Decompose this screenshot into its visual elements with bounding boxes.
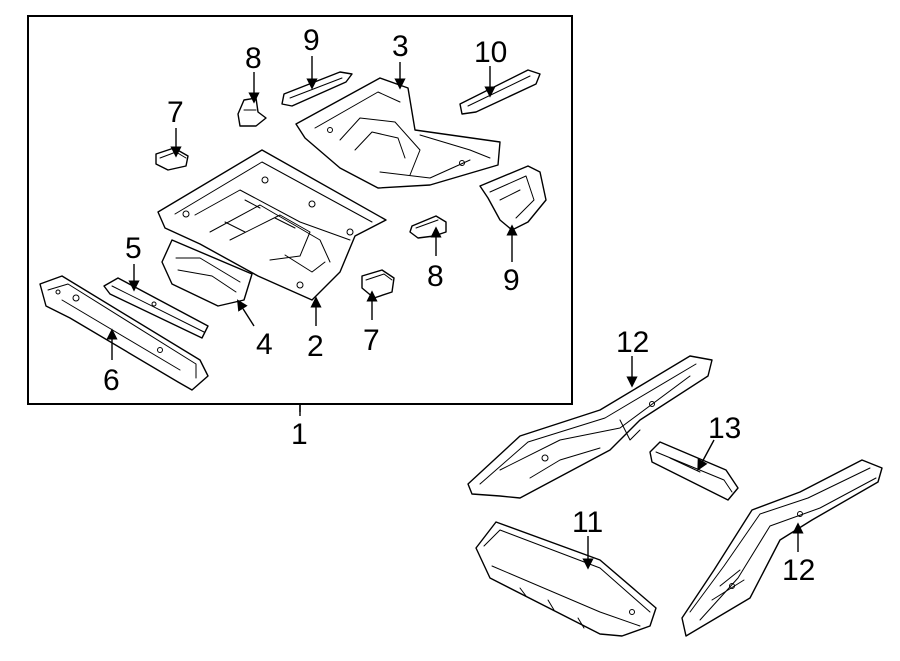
callout-7b: 7 [363, 324, 380, 357]
rear-floor-pan-part [157, 149, 387, 301]
frame-rail-12-lower-part [681, 459, 883, 637]
callout-12b: 12 [782, 554, 815, 587]
callout-8a: 8 [245, 42, 262, 75]
callout-10: 10 [474, 36, 507, 69]
callout-9a: 9 [303, 24, 320, 57]
callout-12a: 12 [616, 326, 649, 359]
callout-6: 6 [103, 364, 120, 397]
crossmember-11-part [475, 521, 657, 637]
callout-13: 13 [708, 412, 741, 445]
leader-13 [697, 439, 715, 471]
bracket-8-upper-part [237, 97, 267, 127]
callout-9b: 9 [503, 264, 520, 297]
rear-floor-extension-part [295, 77, 501, 189]
bracket-8-lower-part [409, 215, 447, 239]
side-rail-part [39, 275, 209, 391]
panel-9-right-part [479, 165, 547, 231]
bracket-7-upper-part [155, 147, 189, 171]
callout-8b: 8 [427, 260, 444, 293]
callout-2: 2 [307, 330, 324, 363]
reinforcement-part [103, 277, 209, 339]
leader-4 [236, 299, 255, 327]
frame-rail-12-upper-part [467, 355, 713, 499]
callout-7a: 7 [167, 96, 184, 129]
bracket-7-lower-part [361, 269, 395, 299]
panel-10-part [459, 69, 541, 115]
callout-5: 5 [125, 232, 142, 265]
callout-1: 1 [291, 418, 308, 451]
bracket-13-part [649, 441, 739, 501]
callout-4: 4 [256, 328, 273, 361]
callout-3: 3 [392, 30, 409, 63]
callout-11: 11 [572, 506, 603, 539]
crossmember-part [161, 239, 253, 307]
